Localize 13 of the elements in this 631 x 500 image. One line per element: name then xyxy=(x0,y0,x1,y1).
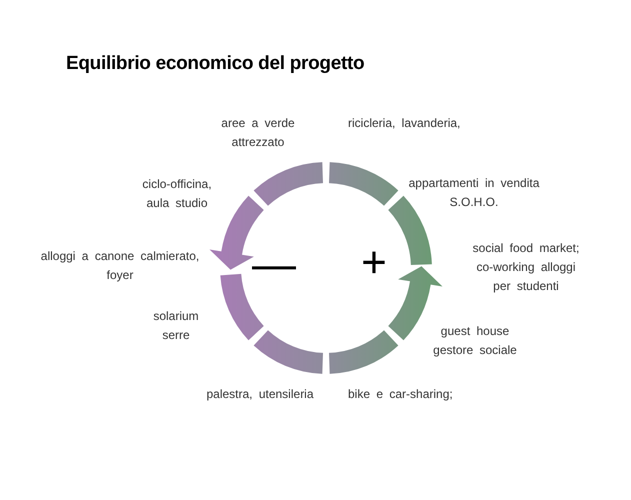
diagram-title: Equilibrio economico del progetto xyxy=(66,52,364,76)
segment-label: aree a verde attrezzato xyxy=(220,115,296,151)
segment-label: ricicleria, lavanderia, xyxy=(348,115,462,132)
segment-label: appartamenti in vendita S.O.H.O. xyxy=(408,175,540,211)
segment-label: ciclo-officina, aula studio xyxy=(141,176,213,212)
segment-label: guest house gestore sociale xyxy=(432,323,518,359)
segment-label: solarium serre xyxy=(152,308,200,344)
plus-sign: + xyxy=(360,238,388,288)
segment-label: alloggi a canone calmierato, foyer xyxy=(40,248,200,284)
segment-label: bike e car-sharing; xyxy=(348,386,454,403)
minus-sign: — xyxy=(252,240,296,290)
segment-label: social food market; co-working alloggi per studenti xyxy=(472,240,580,295)
segment-label: palestra, utensileria xyxy=(205,386,315,403)
